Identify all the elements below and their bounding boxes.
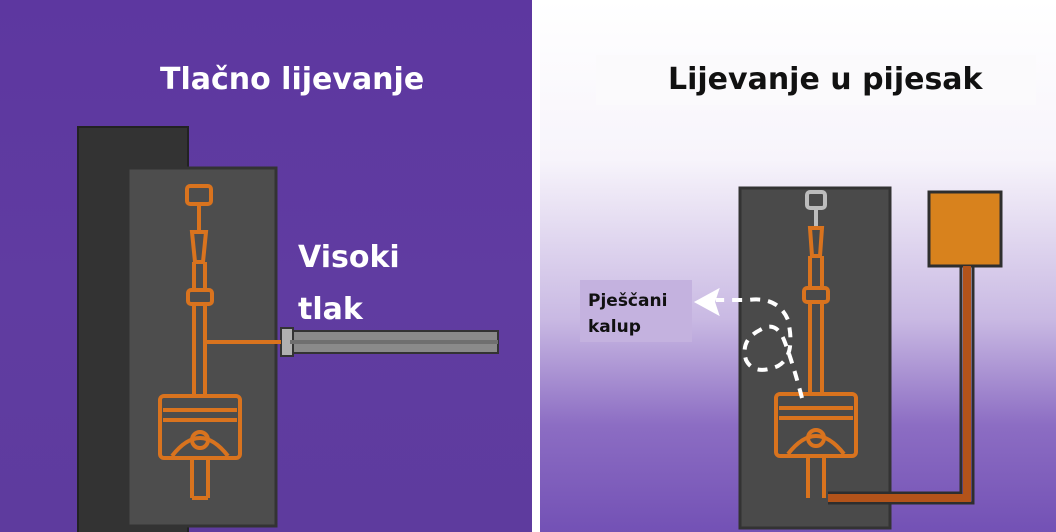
- sand-casting-panel: Lijevanje u pijesak: [540, 0, 1056, 532]
- mold-pointer-arrow: [716, 297, 804, 399]
- panel-divider: [532, 0, 540, 532]
- sand-casting-title-backdrop: [596, 55, 1036, 105]
- sand-casting-diagram: [693, 186, 1003, 530]
- die-cast-part: [158, 184, 242, 500]
- metal-reservoir: [927, 190, 1003, 268]
- sand-mold-label: Pješčani kalup: [588, 288, 688, 340]
- sand-mold-block: [738, 186, 892, 530]
- sand-mold-label-line1: Pješčani: [588, 291, 668, 311]
- high-pressure-label: Visoki tlak: [298, 232, 438, 336]
- die-casting-title: Tlačno lijevanje: [160, 62, 425, 97]
- sand-mold-label-line2: kalup: [588, 317, 641, 337]
- high-pressure-label-line2: tlak: [298, 292, 363, 327]
- high-pressure-label-line1: Visoki: [298, 240, 400, 275]
- die-casting-diagram: [77, 126, 499, 532]
- die-casting-panel: Tlačno lijevanje Visoki tlak: [0, 0, 532, 532]
- sand-sprue: [805, 190, 827, 228]
- sand-cast-part: [774, 226, 858, 498]
- mold-pointer-arrowhead: [693, 287, 720, 317]
- sand-casting-title: Lijevanje u pijesak: [668, 62, 983, 97]
- sand-mold-label-backdrop: [580, 280, 692, 342]
- feed-channel: [828, 266, 975, 505]
- die-mold-block: [126, 166, 278, 528]
